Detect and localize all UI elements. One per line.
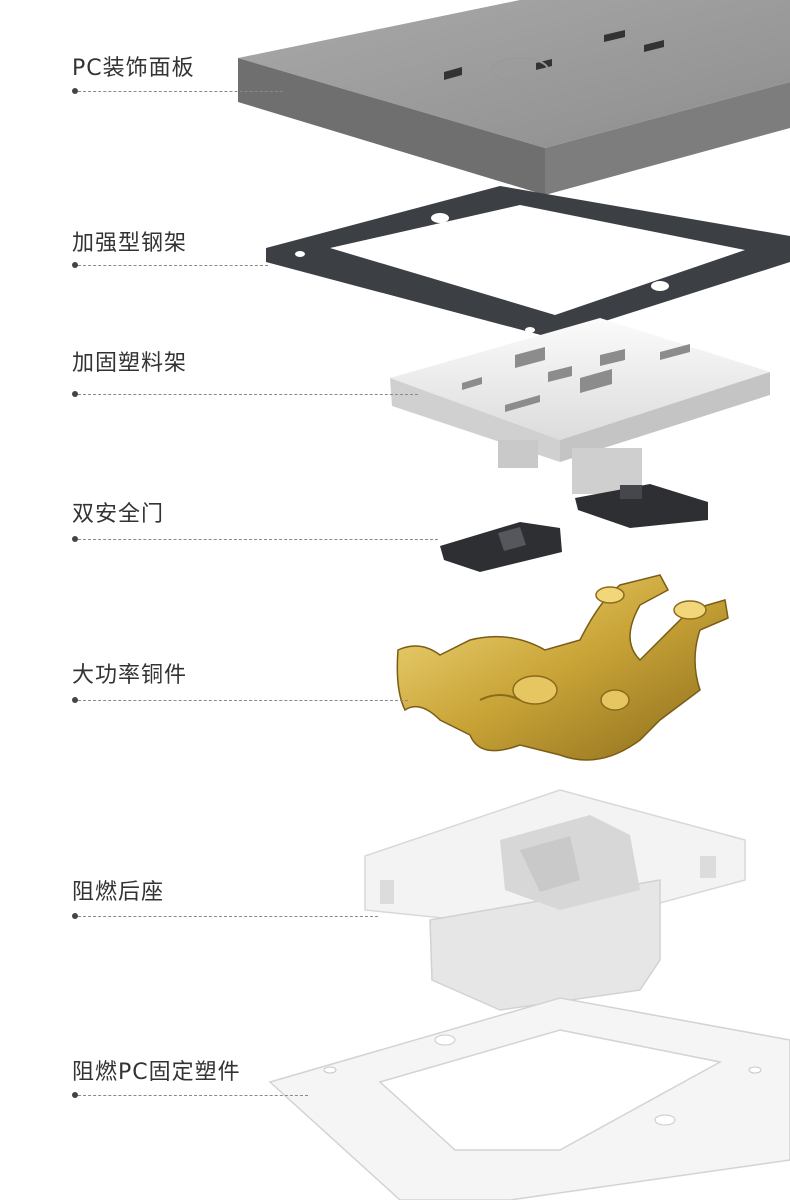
label-plastic-frame: 加固塑料架 [72,351,188,376]
pc-decorative-panel-icon [238,0,790,195]
fixing-plate-icon [268,997,790,1200]
leader-line [78,1095,308,1096]
copper-contact-icon [396,574,729,761]
plastic-frame-icon [390,318,770,494]
label-pc-panel: PC装饰面板 [72,56,195,81]
steel-frame-icon [266,186,790,338]
leader-line [78,265,268,266]
leader-dot [72,88,78,94]
safety-shutter-icon [440,484,708,572]
back-base-icon [364,789,746,1011]
leader-dot [72,391,78,397]
leader-line [78,916,378,917]
leader-line [78,394,418,395]
leader-dot [72,1092,78,1098]
leader-line [78,700,408,701]
leader-dot [72,913,78,919]
leader-line [78,539,438,540]
label-safety-shutter: 双安全门 [72,502,165,527]
label-steel-frame: 加强型钢架 [72,231,188,256]
label-back-base: 阻燃后座 [72,880,165,905]
leader-line [78,91,283,92]
leader-dot [72,697,78,703]
label-fixing-plate: 阻燃PC固定塑件 [72,1060,241,1085]
leader-dot [72,262,78,268]
leader-dot [72,536,78,542]
label-copper-parts: 大功率铜件 [72,663,188,688]
